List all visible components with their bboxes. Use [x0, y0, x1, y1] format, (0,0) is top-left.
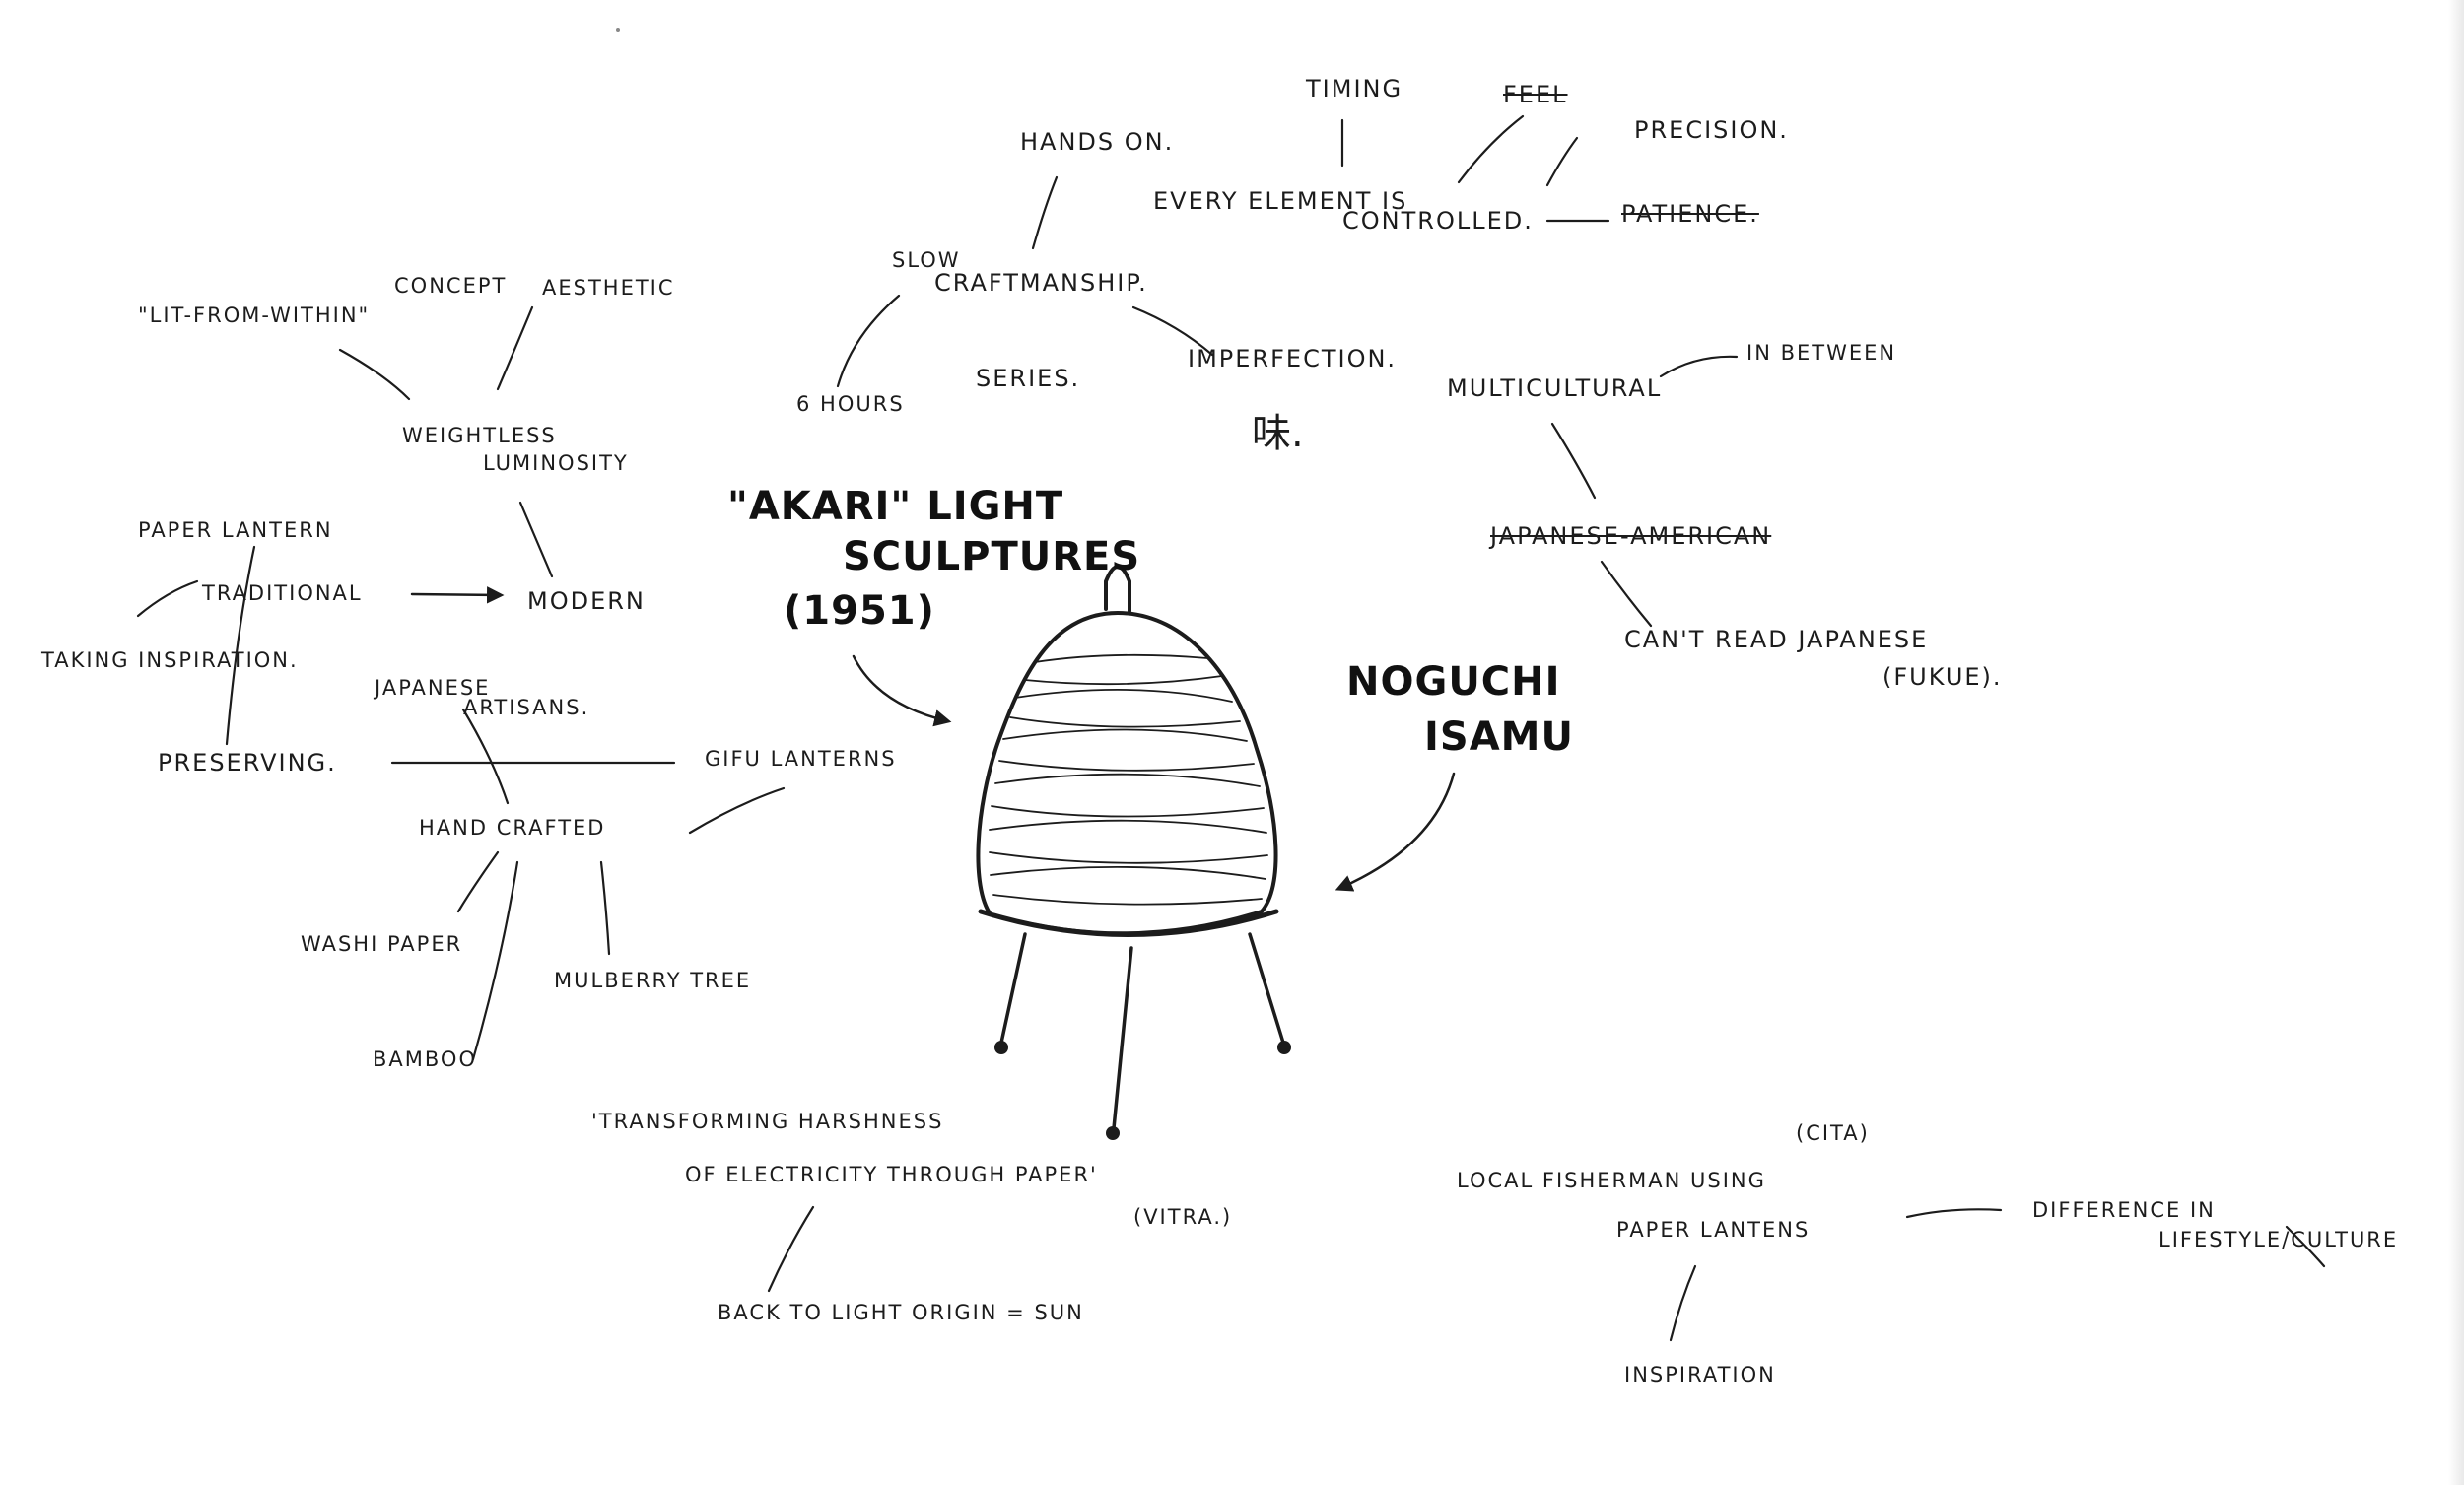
connector [1545, 136, 1579, 187]
title-line-akari: "AKARI" LIGHT [727, 484, 1064, 529]
label-aesthetic: AESTHETIC [542, 276, 675, 300]
label-precision: PRECISION. [1634, 116, 1789, 144]
connector [471, 860, 519, 1061]
title-year: (1951) [784, 588, 935, 634]
akari-lamp-drawing [976, 565, 1291, 1140]
scan-speck [616, 28, 620, 32]
connector [767, 1205, 815, 1293]
label-japanese: JAPANESE [375, 676, 491, 700]
connector [1550, 422, 1597, 500]
label-washi-paper: WASHI PAPER [301, 932, 463, 956]
label-fukue: (FUKUE). [1882, 663, 2003, 691]
label-preserving: PRESERVING. [158, 749, 337, 776]
quote-line2: OF ELECTRICITY THROUGH PAPER' [685, 1163, 1098, 1186]
label-bamboo: BAMBOO [373, 1047, 477, 1071]
label-hand-crafted: HAND CRAFTED [419, 816, 606, 840]
label-concept: CONCEPT [394, 274, 508, 298]
traditional-to-modern-arrow [410, 586, 505, 604]
label-imperfection: IMPERFECTION. [1188, 345, 1398, 372]
connector [1457, 114, 1525, 184]
label-artisans: ARTISANS. [463, 696, 590, 719]
connector [461, 708, 510, 805]
connector [496, 305, 534, 391]
quote-line1: 'TRANSFORMING HARSHNESS [591, 1110, 944, 1133]
label-difference-line2: LIFESTYLE/CULTURE [2158, 1228, 2399, 1251]
label-japanese-american: JAPANESE-AMERICAN [1490, 522, 1772, 550]
label-modern: MODERN [527, 587, 646, 615]
label-lit-from-within: "LIT-FROM-WITHIN" [138, 304, 371, 327]
label-paper-lantern: PAPER LANTERN [138, 518, 333, 542]
label-mulberry-tree: MULBERRY TREE [554, 969, 752, 992]
lamp-legs [999, 932, 1285, 1130]
connector [1031, 175, 1059, 250]
label-cant-read: CAN'T READ JAPANESE [1624, 626, 1929, 653]
lamp-leg-feet [994, 1041, 1291, 1140]
label-back-to-light: BACK TO LIGHT ORIGIN = SUN [718, 1301, 1084, 1324]
connector [688, 786, 786, 835]
label-aji: 味. [1252, 411, 1304, 456]
label-paper-lantens: PAPER LANTENS [1616, 1218, 1811, 1242]
connector [456, 850, 500, 913]
label-taking-inspiration: TAKING INSPIRATION. [41, 648, 299, 672]
label-feel: FEEL [1503, 81, 1568, 108]
lamp-shade-outline [976, 610, 1278, 936]
lamp-paper-ribs [989, 653, 1268, 906]
connector [836, 294, 901, 388]
connector [518, 501, 554, 578]
label-difference-line1: DIFFERENCE IN [2032, 1198, 2216, 1222]
label-multicultural: MULTICULTURAL [1447, 374, 1663, 402]
designer-to-lamp-arrow [1335, 772, 1456, 892]
label-cita: (CITA) [1796, 1121, 1870, 1145]
lamp-base-rim [978, 909, 1279, 937]
title-to-lamp-arrow [852, 654, 952, 727]
connector [2285, 1225, 2326, 1268]
label-gifu-lanterns: GIFU LANTERNS [705, 747, 897, 771]
label-traditional: TRADITIONAL [202, 581, 363, 605]
quote-source: (VITRA.) [1133, 1205, 1233, 1229]
connector [1131, 305, 1214, 357]
label-patience: PATIENCE. [1621, 200, 1759, 228]
label-timing: TIMING [1306, 75, 1403, 102]
connector [599, 860, 611, 956]
designer-name-line2: ISAMU [1424, 714, 1574, 760]
arrows [410, 586, 1456, 892]
connector [1669, 1264, 1697, 1342]
connector [225, 545, 256, 746]
label-in-between: IN BETWEEN [1746, 341, 1897, 365]
label-inspiration: INSPIRATION [1624, 1363, 1776, 1386]
label-craftmanship: CRAFTMANSHIP. [934, 269, 1148, 297]
title-line-sculptures: SCULPTURES [843, 534, 1141, 579]
label-slow: SLOW [892, 248, 961, 272]
label-six-hours: 6 HOURS [796, 392, 905, 416]
lamp-handle [1104, 565, 1131, 613]
label-luminosity: LUMINOSITY [483, 451, 629, 475]
label-weightless: WEIGHTLESS [402, 424, 557, 447]
label-every-element-line2: CONTROLLED. [1342, 207, 1534, 235]
label-every-element-line1: EVERY ELEMENT IS [1153, 187, 1408, 215]
scan-page-edge [2448, 0, 2464, 1485]
connector [1659, 355, 1739, 378]
connector [1600, 560, 1653, 628]
connector [1905, 1208, 2003, 1219]
label-series: SERIES. [976, 365, 1081, 392]
connector [338, 348, 411, 401]
label-hands-on: HANDS ON. [1020, 128, 1175, 156]
connector-lines [136, 114, 2326, 1342]
label-local-fisherman: LOCAL FISHERMAN USING [1457, 1169, 1766, 1192]
designer-name-line1: NOGUCHI [1346, 659, 1561, 705]
connector [136, 579, 199, 618]
